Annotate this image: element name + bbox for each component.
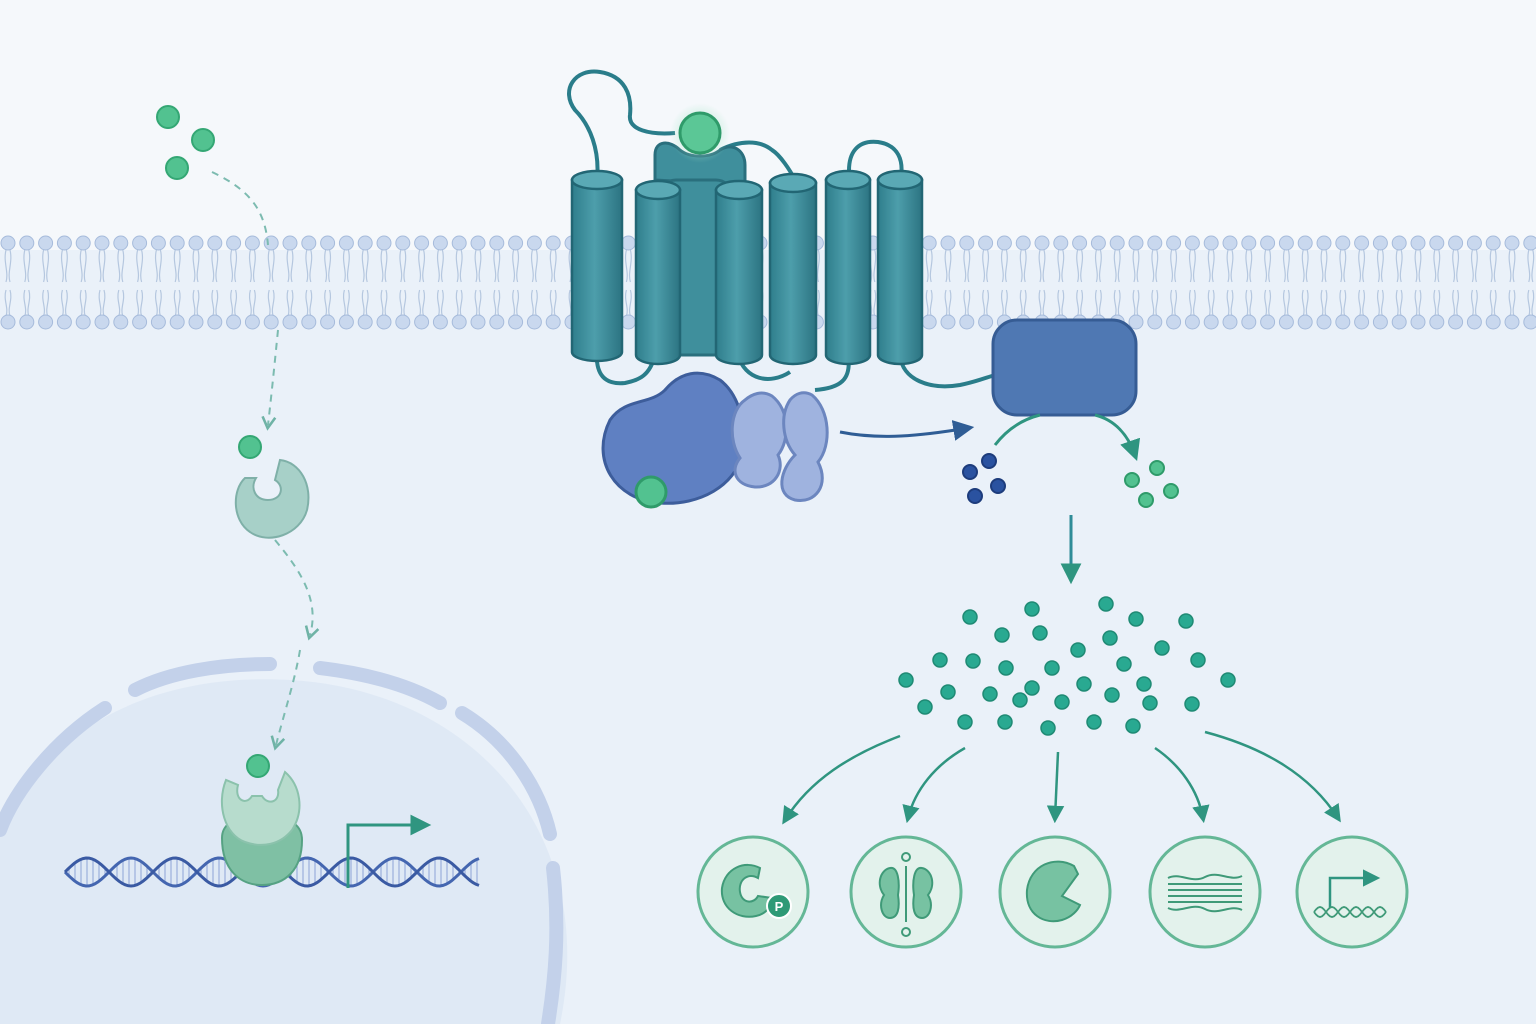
nuclear-receptor-complex — [220, 754, 304, 887]
extracellular-space — [0, 0, 1536, 250]
enzyme-icon — [998, 835, 1112, 949]
second-messenger-pool — [898, 596, 1236, 736]
gpcr-receptor — [567, 69, 996, 392]
transmembrane-helix-4 — [768, 172, 818, 366]
downstream-arrows — [782, 730, 1341, 825]
extracellular-ligands — [156, 105, 215, 180]
transmembrane-helix-3 — [714, 179, 764, 366]
effector-enzyme — [991, 318, 1141, 461]
gtp-bound — [634, 475, 668, 509]
cellular-effects: P — [696, 835, 1409, 949]
diffusion-arrow-2 — [261, 329, 279, 431]
transmembrane-helix-5 — [824, 169, 872, 366]
ion-channel-icon — [849, 835, 963, 949]
transmembrane-helix-6 — [876, 169, 924, 366]
transmembrane-helix-2 — [634, 179, 682, 366]
phosphorylation-icon: P — [696, 835, 810, 949]
activation-arrow — [839, 420, 975, 441]
phospho-badge: P — [775, 899, 784, 914]
gene-expression-icon — [1295, 835, 1409, 949]
cytoplasmic-receptor — [234, 435, 310, 539]
bound-ligand — [238, 435, 262, 459]
nuclear-envelope — [0, 657, 564, 1024]
g-beta-subunit — [730, 391, 788, 489]
diffusion-arrow-3 — [274, 539, 320, 641]
transmembrane-helix-1 — [570, 169, 624, 363]
second-messenger-products — [1124, 460, 1179, 508]
g-gamma-subunit — [780, 391, 829, 503]
bound-ligand — [678, 111, 722, 155]
cytoskeleton-icon — [1148, 835, 1262, 949]
transcription-start-arrow — [346, 814, 432, 888]
g-protein — [601, 371, 829, 509]
substrate-molecules — [962, 453, 1006, 504]
